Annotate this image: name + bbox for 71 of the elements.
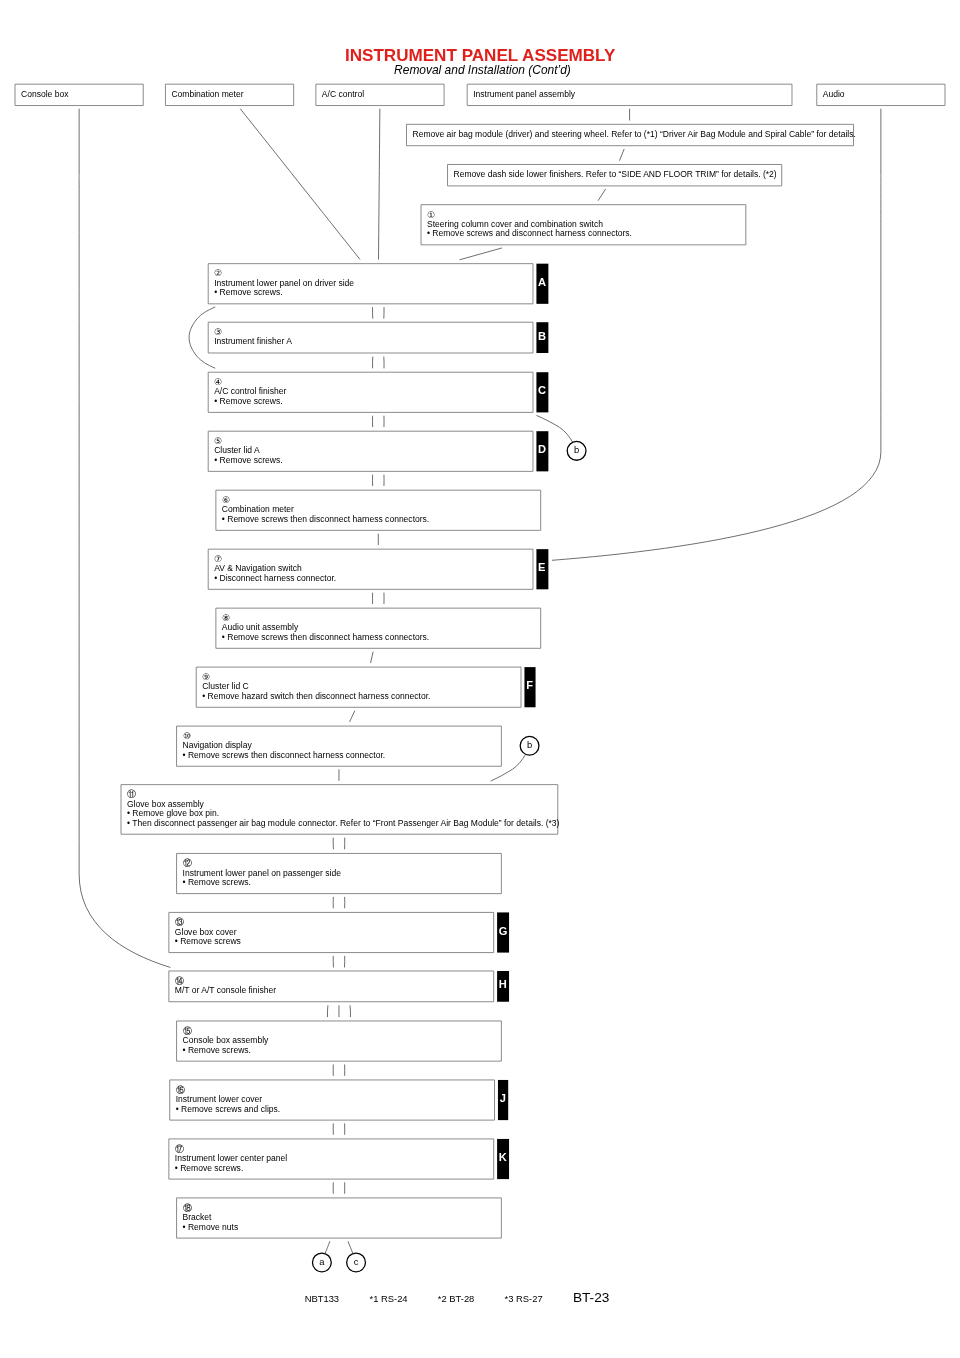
connector xyxy=(344,1063,346,1076)
connector xyxy=(239,107,361,260)
connector xyxy=(332,896,334,909)
diagram-title: INSTRUMENT PANEL ASSEMBLY xyxy=(344,45,616,65)
node-label: F xyxy=(526,678,533,691)
connector xyxy=(372,355,374,369)
node-label: C xyxy=(538,383,547,396)
connector xyxy=(344,1122,346,1135)
connector xyxy=(536,414,573,442)
node-label: B xyxy=(538,329,547,342)
connector xyxy=(324,1240,331,1254)
connector xyxy=(629,107,630,121)
connector xyxy=(327,1004,329,1018)
connector xyxy=(332,1063,334,1076)
node-label: D xyxy=(538,442,547,455)
caption: Removal and Installation (Cont’d) xyxy=(394,62,571,77)
connector xyxy=(383,306,385,319)
connector xyxy=(188,306,216,369)
connector xyxy=(372,591,374,604)
connector xyxy=(597,188,607,201)
node-label: A xyxy=(538,275,547,288)
node-box: Remove dash side lower finishers. Refer to “SIDE AND FLOOR TRIM” for details. (*2) xyxy=(447,163,783,186)
connector xyxy=(344,1181,346,1194)
label: *2 BT-28 xyxy=(437,1292,475,1304)
node-box: ⑮ Console box assembly • Remove screws. xyxy=(176,1020,502,1062)
connector xyxy=(378,107,381,260)
node-box: ⑫ Instrument lower panel on passenger side • Remove screws. xyxy=(176,852,502,894)
connector xyxy=(619,147,625,161)
connector xyxy=(370,650,374,663)
connector xyxy=(377,532,379,545)
node-box: A/C control xyxy=(315,83,445,106)
label: BT-23 xyxy=(572,1289,610,1305)
node-label: K xyxy=(498,1150,507,1163)
connector xyxy=(78,107,171,968)
connector xyxy=(344,836,346,850)
node-box: Instrument panel assembly xyxy=(466,83,793,106)
node-label: J xyxy=(499,1091,506,1104)
node-circle: c xyxy=(346,1251,367,1272)
label: *1 RS-24 xyxy=(369,1292,408,1304)
node-box: Console box xyxy=(14,83,144,106)
connector xyxy=(344,954,346,968)
node-box: ⑧ Audio unit assembly • Remove screws then disconnect harness connectors. xyxy=(215,607,542,649)
connector xyxy=(332,954,334,968)
connector xyxy=(372,414,374,427)
connector xyxy=(551,107,882,561)
node-box: ⑥ Combination meter • Remove screws then disconnect harness connectors. xyxy=(215,489,542,531)
connector xyxy=(372,473,374,486)
connector xyxy=(349,1004,351,1018)
node-box: ⑪ Glove box assembly • Remove glove box pin. • Then disconnect passenger air bag module connector. Refer to “Front Passenger Air Bag Module” for details. (*3) xyxy=(120,783,559,835)
node-box: ⑱ Bracket • Remove nuts xyxy=(176,1197,502,1238)
label: *3 RS-27 xyxy=(504,1292,543,1304)
connector xyxy=(332,1122,334,1135)
connector xyxy=(349,709,356,722)
connector xyxy=(332,836,334,850)
node-label: E xyxy=(538,560,546,573)
node-box: ⑩ Navigation display • Remove screws then disconnect harness connector. xyxy=(176,725,502,767)
node-box: ① Steering column cover and combination switch • Remove screws and disconnect harness connectors. xyxy=(420,203,747,245)
node-box: Remove air bag module (driver) and steering wheel. Refer to (*1) “Driver Air Bag Module and Spiral Cable” for details. xyxy=(406,123,854,146)
node-label: H xyxy=(498,977,507,990)
label: NBT133 xyxy=(304,1292,340,1304)
node-label: G xyxy=(498,924,508,937)
node-box: Audio xyxy=(816,83,946,106)
connector xyxy=(347,1240,354,1254)
node-circle: b xyxy=(519,735,540,756)
node-circle: b xyxy=(566,440,587,461)
connector xyxy=(372,306,374,319)
node-box: Combination meter xyxy=(165,83,295,106)
connector xyxy=(383,355,385,369)
connector xyxy=(332,1181,334,1194)
connector xyxy=(344,896,346,909)
node-circle: a xyxy=(311,1251,332,1272)
